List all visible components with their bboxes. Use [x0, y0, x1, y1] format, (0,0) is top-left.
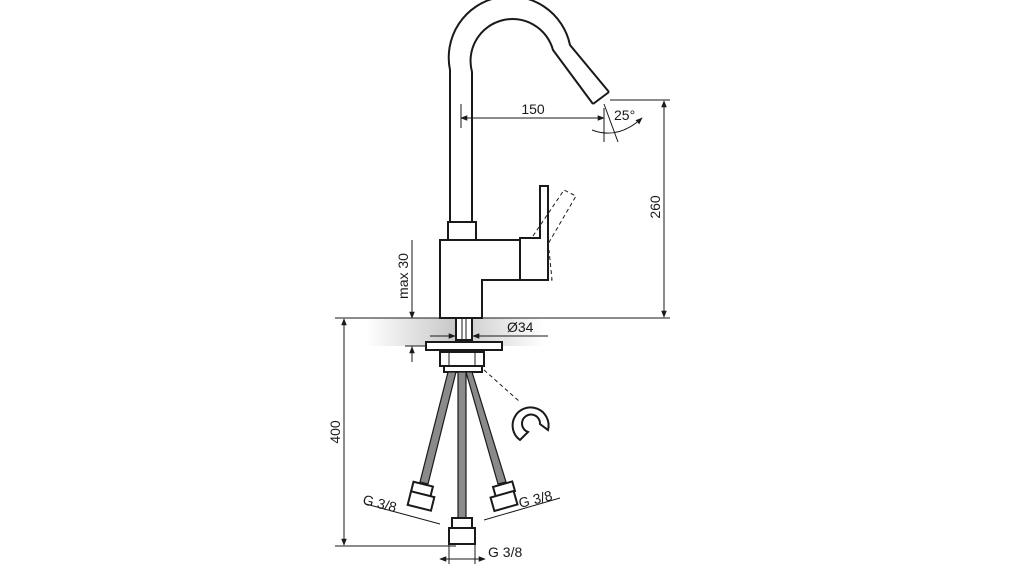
thread-right-label: G 3/8 — [517, 487, 554, 511]
dimension-height: 260 — [560, 99, 670, 319]
thread-left-label: G 3/8 — [361, 491, 398, 515]
faucet-body — [439, 221, 523, 319]
supply-hoses — [419, 371, 507, 519]
max-thickness-label: max 30 — [395, 253, 411, 299]
dimension-max-thickness: max 30 — [395, 240, 426, 362]
mounting-plate — [425, 341, 503, 351]
clamp-washer-detail — [483, 369, 550, 442]
height-label: 260 — [647, 195, 663, 219]
dimension-hole-diameter: Ø34 — [430, 319, 548, 339]
hose-fitting-left — [406, 480, 436, 512]
reach-label: 150 — [521, 101, 545, 117]
lever-handle — [519, 185, 577, 281]
thread-bottom-label: G 3/8 — [488, 544, 522, 560]
hose-length-label: 400 — [327, 420, 343, 444]
hole-diameter-label: Ø34 — [507, 319, 534, 335]
dimension-hose-length: 400 — [327, 318, 456, 547]
mounting-stud — [455, 317, 473, 341]
thread-callout-bottom: G 3/8 — [439, 544, 522, 564]
mounting-nut — [439, 351, 485, 373]
hose-fitting-center — [448, 517, 476, 545]
dimension-angle: 25° — [591, 103, 643, 143]
spout — [447, 0, 610, 222]
dimension-reach: 150 — [460, 101, 605, 142]
angle-label: 25° — [614, 107, 635, 123]
hose-fitting-right — [489, 480, 519, 513]
